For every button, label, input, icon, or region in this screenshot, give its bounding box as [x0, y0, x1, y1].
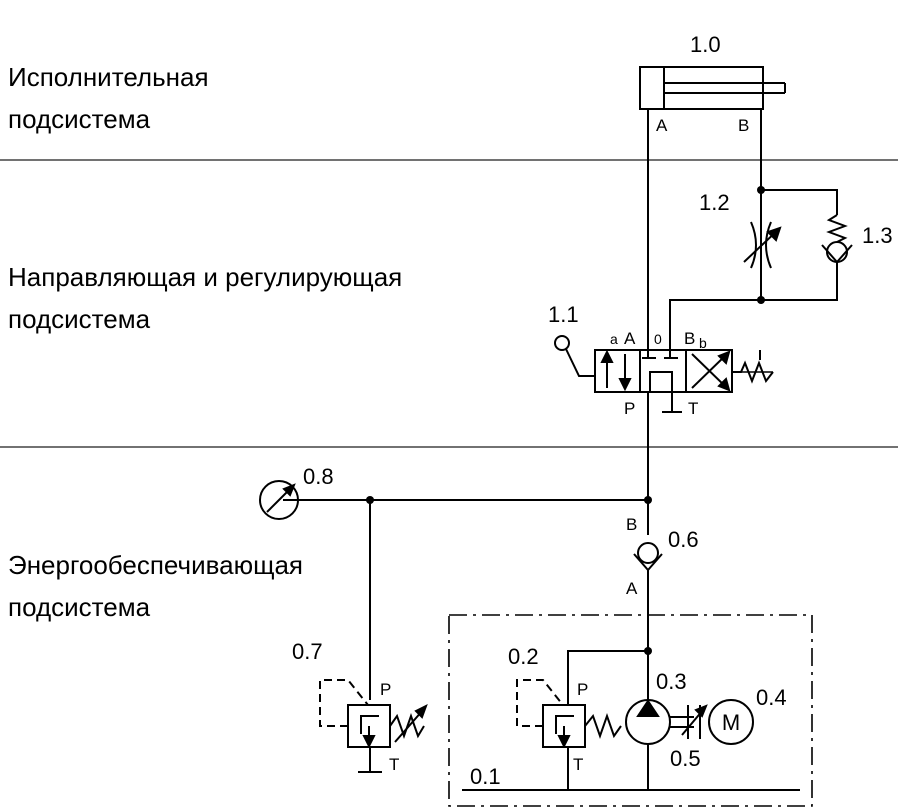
port-relief-outer-t: T	[389, 755, 399, 774]
port-cyl-a: A	[656, 116, 668, 135]
port-valve-zero: 0	[654, 331, 662, 347]
power-subsystem-label: Энергообеспечивающая подсистема	[8, 550, 304, 622]
pump-0-3	[625, 699, 671, 790]
motor-symbol: M	[722, 710, 740, 735]
port-valve-p: P	[624, 399, 635, 418]
label-check-valve-main: 0.6	[668, 527, 699, 552]
port-valve-t: T	[688, 399, 698, 418]
label-throttle: 1.2	[699, 190, 730, 215]
bypass-line-bottom	[669, 262, 838, 350]
label-cylinder: 1.0	[690, 32, 721, 57]
check-valve-0-6	[633, 542, 663, 651]
cylinder	[639, 66, 786, 110]
control-subsystem-label: Направляющая и регулирующая подсистема	[8, 262, 403, 334]
label-check-valve-bypass: 1.3	[862, 223, 893, 248]
bypass-line-top	[761, 189, 838, 215]
junction-dot	[644, 496, 652, 504]
throttle-1-2	[743, 221, 782, 269]
port-check-b: B	[626, 515, 637, 534]
pressure-gauge-0-8	[259, 480, 299, 520]
port-cyl-b: B	[738, 116, 749, 135]
motor-0-4	[708, 699, 754, 745]
label-coupling: 0.5	[670, 746, 701, 771]
label-motor: 0.4	[756, 685, 787, 710]
port-relief-inner-p: P	[577, 680, 588, 699]
port-valve-b-small: b	[699, 335, 707, 351]
label-pump: 0.3	[656, 669, 687, 694]
port-valve-a: A	[624, 329, 636, 348]
label-relief-valve-inner: 0.2	[508, 644, 539, 669]
relief-line-inner	[567, 650, 649, 705]
label-tank-line: 0.1	[470, 764, 501, 789]
coupling-0-5	[670, 704, 708, 739]
label-relief-valve-outer: 0.7	[292, 639, 323, 664]
junction-dot	[644, 647, 652, 655]
port-valve-b: B	[684, 329, 695, 348]
junction-dot	[757, 186, 765, 194]
directional-valve-1-1	[554, 335, 774, 413]
port-relief-inner-t: T	[573, 755, 583, 774]
port-relief-outer-p: P	[380, 680, 391, 699]
label-pressure-gauge: 0.8	[303, 464, 334, 489]
relief-valve-0-2	[516, 679, 622, 790]
executive-subsystem-label: Исполнительная подсистема	[8, 62, 209, 134]
relief-valve-0-7	[319, 679, 428, 773]
label-valve: 1.1	[548, 302, 579, 327]
check-valve-1-3	[821, 214, 853, 264]
pump-unit-frame	[448, 614, 813, 807]
port-valve-a-small: a	[610, 331, 618, 347]
junction-dot	[757, 296, 765, 304]
junction-dot	[366, 496, 374, 504]
port-check-a: A	[626, 579, 638, 598]
